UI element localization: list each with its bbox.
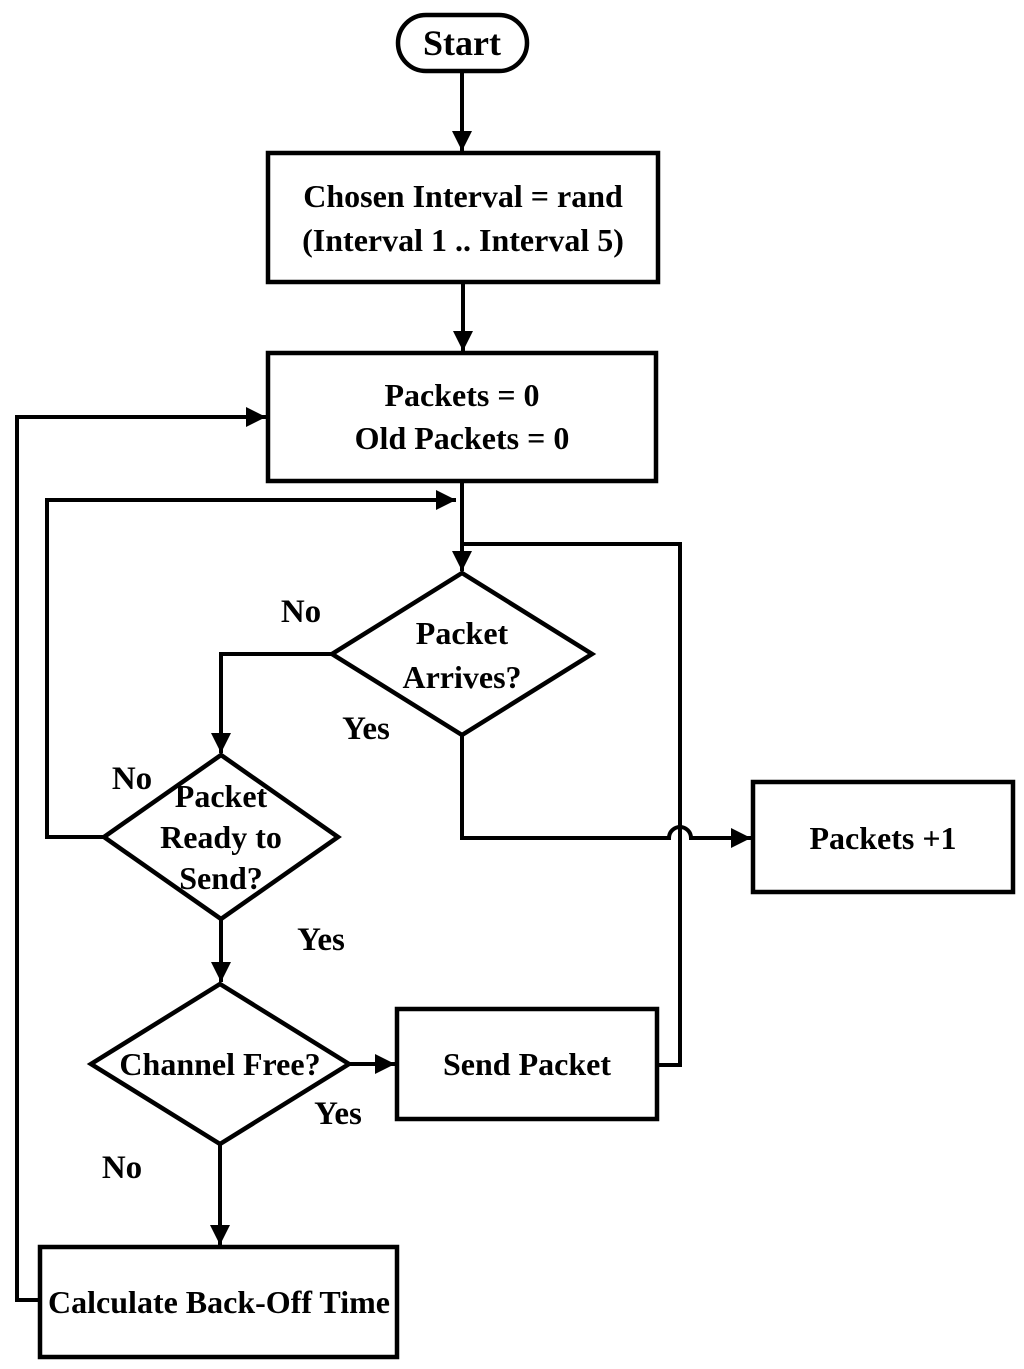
node-start: Start: [395, 12, 530, 74]
start-label: Start: [423, 23, 501, 63]
branch-labels: No Yes No Yes Yes No: [102, 594, 390, 1186]
chosen-interval-line2: (Interval 1 .. Interval 5): [302, 222, 624, 258]
channel-free-diamond: [86, 981, 354, 1147]
node-packet-ready: Packet Ready to Send?: [100, 752, 342, 922]
nodes: Start Chosen Interval = rand (Interval 1…: [37, 12, 1016, 1360]
packets-plus-1-box: [750, 779, 1016, 895]
edge-packet-arrives-yes-to-packets-plus-1: [460, 735, 751, 848]
calculate-backoff-box: [37, 1244, 400, 1360]
node-calculate-backoff: Calculate Back-Off Time: [37, 1244, 400, 1360]
node-chosen-interval: Chosen Interval = rand (Interval 1 .. In…: [265, 150, 661, 285]
packet-ready-line2: Ready to: [160, 819, 282, 855]
node-packets-plus-1: Packets +1: [750, 779, 1016, 895]
node-packet-arrives: Packet Arrives?: [327, 570, 597, 738]
start-terminator-shape: [395, 12, 530, 74]
init-packets-box: [265, 350, 659, 484]
edge-calculate-backoff-loop-to-init-packets: [15, 407, 266, 1302]
packet-ready-diamond: [100, 752, 342, 922]
send-packet-label: Send Packet: [443, 1046, 611, 1082]
send-packet-box: [394, 1006, 660, 1122]
packet-arrives-line2: Arrives?: [402, 659, 521, 695]
packet-arrives-no-label: No: [281, 594, 321, 630]
packet-arrives-yes-label: Yes: [342, 711, 390, 747]
packet-arrives-line1: Packet: [416, 615, 509, 651]
edge-send-packet-return-loop: [464, 542, 682, 1067]
node-init-packets: Packets = 0 Old Packets = 0: [265, 350, 659, 484]
edges: [15, 71, 751, 1302]
packet-ready-line3: Send?: [179, 860, 263, 896]
channel-free-no-label: No: [102, 1150, 142, 1186]
node-send-packet: Send Packet: [394, 1006, 660, 1122]
packet-arrives-diamond: [327, 570, 597, 738]
packets-plus-1-label: Packets +1: [809, 820, 956, 856]
channel-free-label: Channel Free?: [119, 1046, 320, 1082]
packet-ready-line1: Packet: [175, 778, 268, 814]
init-packets-line1: Packets = 0: [384, 377, 539, 413]
chosen-interval-box: [265, 150, 661, 285]
channel-free-yes-label: Yes: [314, 1096, 362, 1132]
packet-ready-yes-label: Yes: [297, 922, 345, 958]
init-packets-line2: Old Packets = 0: [355, 420, 570, 456]
chosen-interval-line1: Chosen Interval = rand: [303, 178, 623, 214]
edge-packet-ready-no-loop: [45, 490, 456, 839]
edge-packet-arrives-no-to-packet-ready: [211, 652, 332, 753]
calculate-backoff-label: Calculate Back-Off Time: [48, 1284, 390, 1320]
node-channel-free: Channel Free?: [86, 981, 354, 1147]
packet-ready-no-label: No: [112, 761, 152, 797]
